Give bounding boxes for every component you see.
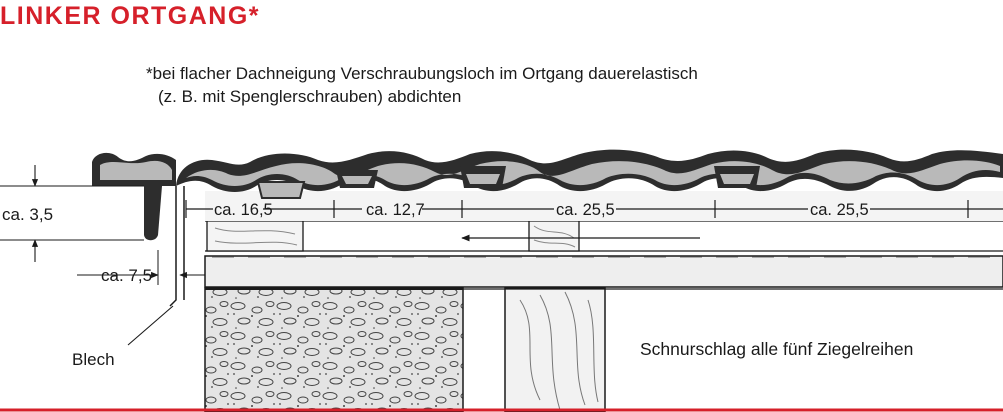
page-title: LINKER ORTGANG*: [0, 2, 260, 30]
spacing-label-1: ca. 16,5: [214, 201, 273, 219]
spacing-label-2: ca. 12,7: [366, 201, 425, 219]
note-line-1: *bei flacher Dachneigung Verschraubungsl…: [146, 64, 698, 83]
spacing-label-3: ca. 25,5: [556, 201, 615, 219]
tile-battens: [206, 219, 580, 252]
overhang-label: ca. 7,5: [101, 266, 152, 285]
counter-batten: [204, 255, 1003, 288]
chalk-line-label: Schnurschlag alle fünf Ziegelreihen: [640, 339, 913, 359]
note-line-2: (z. B. mit Spenglerschrauben) abdichten: [158, 87, 462, 106]
concrete-block: [204, 286, 464, 412]
spacing-label-4: ca. 25,5: [810, 201, 869, 219]
height-label: ca. 3,5: [2, 205, 53, 224]
overhang-dimension: [77, 250, 205, 285]
rafter: [504, 287, 606, 412]
sheet-metal: [169, 186, 185, 307]
roof-tiles: [176, 149, 1003, 199]
sheet-leader: [127, 305, 174, 346]
sheet-label: Blech: [72, 350, 115, 369]
height-dimension: [0, 165, 144, 262]
verge-tile: [92, 152, 176, 241]
